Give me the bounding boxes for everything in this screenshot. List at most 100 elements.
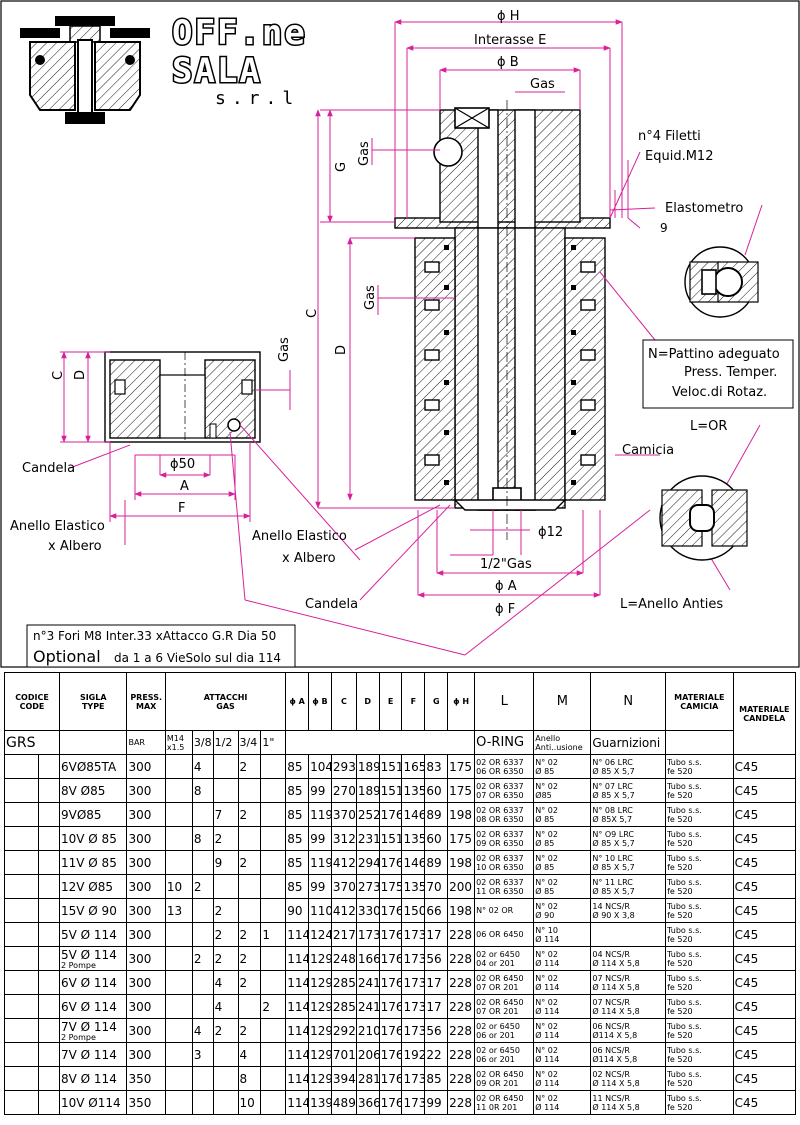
cell-g12: 2	[212, 1018, 239, 1043]
cell-e: 176	[378, 970, 403, 995]
cell-h: 228	[447, 1066, 476, 1091]
cell-g: 56	[424, 946, 449, 971]
drawing-labels: ϕ H Interasse E ϕ B Gas G Gas n°4 Filett…	[10, 9, 780, 666]
cell-codice	[3, 778, 40, 803]
label-c-left: C	[51, 371, 66, 380]
cell-press: 300	[126, 1042, 166, 1067]
cell-m14	[164, 1066, 193, 1091]
cell-materiale-camicia: Tubo s.s.fe 520	[665, 802, 734, 827]
cell-sigla: 6V Ø 114	[58, 994, 128, 1019]
cell-g: 83	[424, 754, 449, 779]
cell-g38: 8	[191, 778, 214, 803]
cell-f: 146	[401, 850, 426, 875]
cell-d: 206	[355, 1042, 380, 1067]
cell-g38: 4	[191, 754, 214, 779]
cell-press: 300	[126, 1018, 166, 1043]
cell-e: 176	[378, 1042, 403, 1067]
cell-m14	[164, 994, 193, 1019]
label-anello-anties: L=Anello Anties	[620, 597, 723, 612]
label-d-left: D	[73, 370, 88, 380]
cell-code	[38, 898, 60, 923]
cell-b: 129	[308, 1066, 332, 1091]
pattino-note-box	[642, 339, 794, 409]
label-gas-top: Gas	[530, 77, 555, 92]
cell-g34: 2	[237, 970, 262, 995]
cell-guarnizioni	[590, 922, 667, 947]
cell-g34: 10	[237, 1090, 262, 1115]
cell-sigla: 10V Ø114	[58, 1090, 128, 1115]
cell-g1	[260, 1066, 287, 1091]
cell-oring: N° 02 OR	[474, 898, 535, 923]
header-d: D	[355, 672, 380, 731]
label-nine: 9	[660, 221, 668, 235]
cell-b: 129	[308, 946, 332, 971]
cell-g1	[260, 1090, 287, 1115]
cell-materiale-candela: C45	[732, 970, 797, 995]
header-c: C	[330, 672, 357, 731]
cell-press: 300	[126, 850, 166, 875]
cell-f: 173	[401, 994, 426, 1019]
cell-d: 241	[355, 970, 380, 995]
cell-a: 114	[285, 922, 310, 947]
cell-code	[38, 946, 60, 971]
cell-d: 166	[355, 946, 380, 971]
cell-m14	[164, 826, 193, 851]
cell-g12	[212, 1090, 239, 1115]
cell-f: 135	[401, 874, 426, 899]
cell-h: 198	[447, 850, 476, 875]
cell-a: 114	[285, 994, 310, 1019]
cell-f: 173	[401, 946, 426, 971]
cell-h: 228	[447, 1090, 476, 1115]
cell-g34: 2	[237, 946, 262, 971]
cell-f: 135	[401, 778, 426, 803]
cell-code	[38, 1066, 60, 1091]
cell-m14	[164, 850, 193, 875]
cell-sigla: 9VØ85	[58, 802, 128, 827]
cell-materiale-camicia: Tubo s.s.fe 520	[665, 1018, 734, 1043]
cell-sigla: 15V Ø 90	[58, 898, 128, 923]
cell-materiale-candela: C45	[732, 946, 797, 971]
cell-press: 300	[126, 970, 166, 995]
cell-g12: 4	[212, 994, 239, 1019]
cell-g: 22	[424, 1042, 449, 1067]
cell-codice	[3, 754, 40, 779]
label-g: G	[334, 162, 349, 172]
cell-materiale-candela: C45	[732, 850, 797, 875]
cell-g38	[191, 994, 214, 1019]
cell-g12	[212, 874, 239, 899]
cell-m14	[164, 754, 193, 779]
cell-m14	[164, 1018, 193, 1043]
cell-g38	[191, 1090, 214, 1115]
cell-g: 56	[424, 1018, 449, 1043]
cell-m14	[164, 778, 193, 803]
header-grs: GRS	[4, 730, 60, 755]
cell-f: 165	[401, 754, 426, 779]
cell-materiale-camicia: Tubo s.s.fe 520	[665, 922, 734, 947]
label-camicia: Camicia	[622, 443, 674, 458]
cell-g12: 4	[212, 970, 239, 995]
cell-e: 176	[378, 850, 403, 875]
cell-press: 300	[126, 802, 166, 827]
cell-g34: 2	[237, 1018, 262, 1043]
cell-g38	[191, 1066, 214, 1091]
cell-h: 228	[447, 922, 476, 947]
cell-codice	[3, 1042, 40, 1067]
cell-d: 241	[355, 994, 380, 1019]
